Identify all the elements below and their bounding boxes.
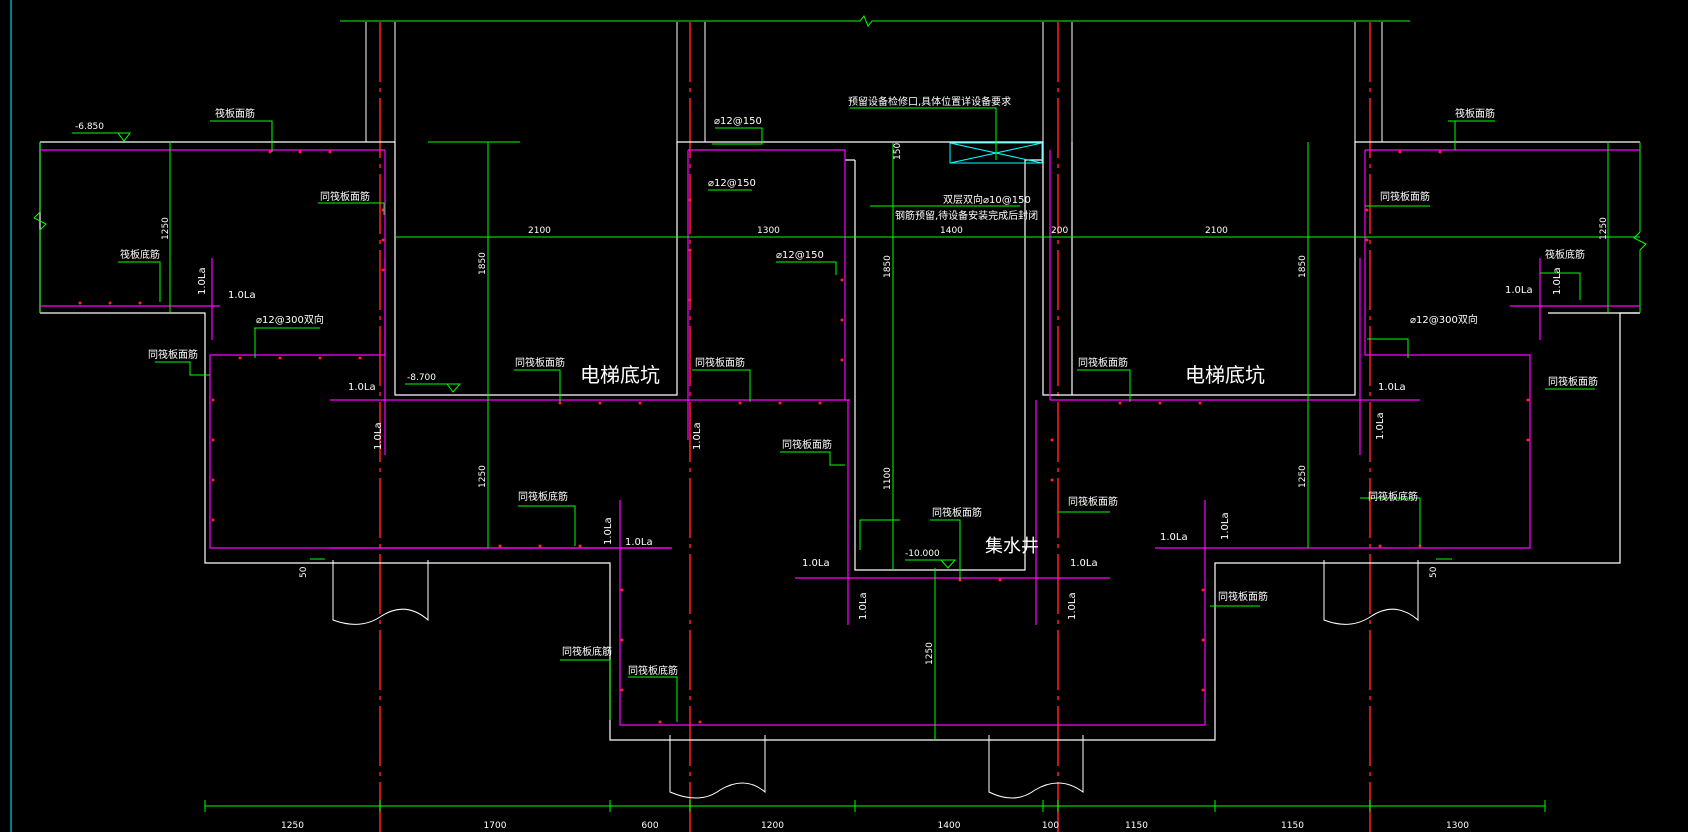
- dim-1250-left: 1250: [161, 217, 171, 240]
- dim-150: 150: [893, 143, 903, 160]
- bar-12-300-right: ⌀12@300双向: [1410, 313, 1478, 326]
- same-top-11: 同筏板面筋: [1218, 590, 1268, 603]
- same-bot-4: 同筏板底筋: [628, 664, 678, 677]
- elev-sump: -10.000: [905, 549, 940, 559]
- raft-bot-left: 筏板底筋: [120, 248, 160, 261]
- axis-lines: [379, 22, 1371, 832]
- dim-50-right: 50: [1429, 566, 1439, 578]
- dimension-lines: [169, 141, 1640, 807]
- raft-top-right: 筏板面筋: [1455, 107, 1495, 120]
- pit-label-right: 电梯底坑: [1185, 363, 1265, 387]
- bottom-dim-label: 1150: [1281, 821, 1304, 831]
- lap-v-6: 1.0La: [1067, 592, 1078, 620]
- rebar-note-2: 钢筋预留,待设备安装完成后封闭: [895, 209, 1038, 222]
- dim-1850-left: 1850: [478, 252, 488, 275]
- leader-lines: [118, 107, 1595, 722]
- sump-label: 集水井: [985, 536, 1039, 557]
- elev-pit: -8.700: [407, 373, 436, 383]
- same-top-7: 同筏板面筋: [1068, 495, 1118, 508]
- dim-1250-center: 1250: [925, 642, 935, 665]
- bottom-dim-label: 1200: [761, 821, 784, 831]
- dim-50-left: 50: [299, 566, 309, 578]
- lap-1: 1.0La: [228, 290, 256, 301]
- lap-v-5: 1.0La: [858, 592, 869, 620]
- lap-v-4: 1.0La: [603, 517, 614, 545]
- pile-heads: [332, 560, 1419, 799]
- lap-v-8: 1.0La: [1375, 412, 1386, 440]
- upper-walls: [365, 22, 1383, 392]
- bottom-dim-label: 600: [641, 821, 658, 831]
- bottom-dim-label: 1700: [484, 821, 507, 831]
- lap-v-1: 1.0La: [197, 267, 208, 295]
- dim-1400: 1400: [940, 226, 963, 236]
- same-top-6: 同筏板面筋: [932, 506, 982, 519]
- same-top-5: 同筏板面筋: [782, 438, 832, 451]
- bottom-dim-label: 1250: [281, 821, 304, 831]
- dim-1250-right: 1250: [1599, 217, 1609, 240]
- lap-4: 1.0La: [802, 558, 830, 569]
- same-top-2: 同筏板面筋: [148, 348, 198, 361]
- lap-v-9: 1.0La: [1552, 267, 1563, 295]
- concrete-outline: [39, 141, 1640, 741]
- lap-6: 1.0La: [1160, 532, 1188, 543]
- bottom-dim-label: 1300: [1446, 821, 1469, 831]
- dim-1100: 1100: [883, 467, 893, 490]
- raft-bot-right: 筏板底筋: [1545, 248, 1585, 261]
- edge-break-marks: [33, 142, 1647, 313]
- dim-1850-center: 1850: [883, 255, 893, 278]
- lap-8: 1.0La: [1505, 285, 1533, 296]
- lap-7: 1.0La: [1378, 382, 1406, 393]
- same-bot-1: 同筏板底筋: [518, 490, 568, 503]
- bar-12-150-3: ⌀12@150: [776, 250, 824, 261]
- same-top-3: 同筏板面筋: [515, 356, 565, 369]
- rebar-lines: [40, 149, 1640, 726]
- elev-top: -6.850: [75, 122, 104, 132]
- top-break-line: [340, 15, 1410, 27]
- opening-note: 预留设备检修口,具体位置详设备要求: [848, 95, 1011, 108]
- lap-3: 1.0La: [625, 537, 653, 548]
- dim-2100-left: 2100: [528, 226, 551, 236]
- lap-v-3: 1.0La: [692, 422, 703, 450]
- rebar-note-1: 双层双向⌀10@150: [943, 193, 1031, 206]
- dim-1250-pit-left: 1250: [478, 465, 488, 488]
- same-bot-2: 同筏板底筋: [1368, 490, 1418, 503]
- elevation-markers: [72, 132, 957, 569]
- dim-1250-pit-right: 1250: [1298, 465, 1308, 488]
- bar-12-150-2: ⌀12@150: [708, 178, 756, 189]
- bottom-dim-label: 100: [1042, 821, 1059, 831]
- rebar-dots: [78, 150, 1530, 724]
- bottom-dim-label: 1400: [938, 821, 961, 831]
- same-top-8: 同筏板面筋: [1078, 356, 1128, 369]
- lap-5: 1.0La: [1070, 558, 1098, 569]
- same-bot-3: 同筏板底筋: [562, 645, 612, 658]
- dim-200: 200: [1051, 226, 1068, 236]
- bottom-dim-label: 1150: [1125, 821, 1148, 831]
- dim-1300: 1300: [757, 226, 780, 236]
- annotation-text: 电梯底坑 电梯底坑 集水井 预留设备检修口,具体位置详设备要求 双层双向⌀10@…: [75, 95, 1609, 677]
- raft-top-left: 筏板面筋: [215, 107, 255, 120]
- pit-label-left: 电梯底坑: [580, 363, 660, 387]
- same-top-4: 同筏板面筋: [695, 356, 745, 369]
- same-top-1: 同筏板面筋: [320, 190, 370, 203]
- bottom-dimension-chain: 1250 1700 600 1200 1400 100 1150 1150 1300: [204, 800, 1546, 831]
- bar-12-150-1: ⌀12@150: [714, 116, 762, 127]
- dim-1850-right: 1850: [1298, 255, 1308, 278]
- bar-12-300-left: ⌀12@300双向: [256, 313, 324, 326]
- lap-v-2: 1.0La: [373, 422, 384, 450]
- same-top-9: 同筏板面筋: [1380, 190, 1430, 203]
- dim-2100-right: 2100: [1205, 226, 1228, 236]
- same-top-10: 同筏板面筋: [1548, 375, 1598, 388]
- lap-2: 1.0La: [348, 382, 376, 393]
- lap-v-7: 1.0La: [1220, 512, 1231, 540]
